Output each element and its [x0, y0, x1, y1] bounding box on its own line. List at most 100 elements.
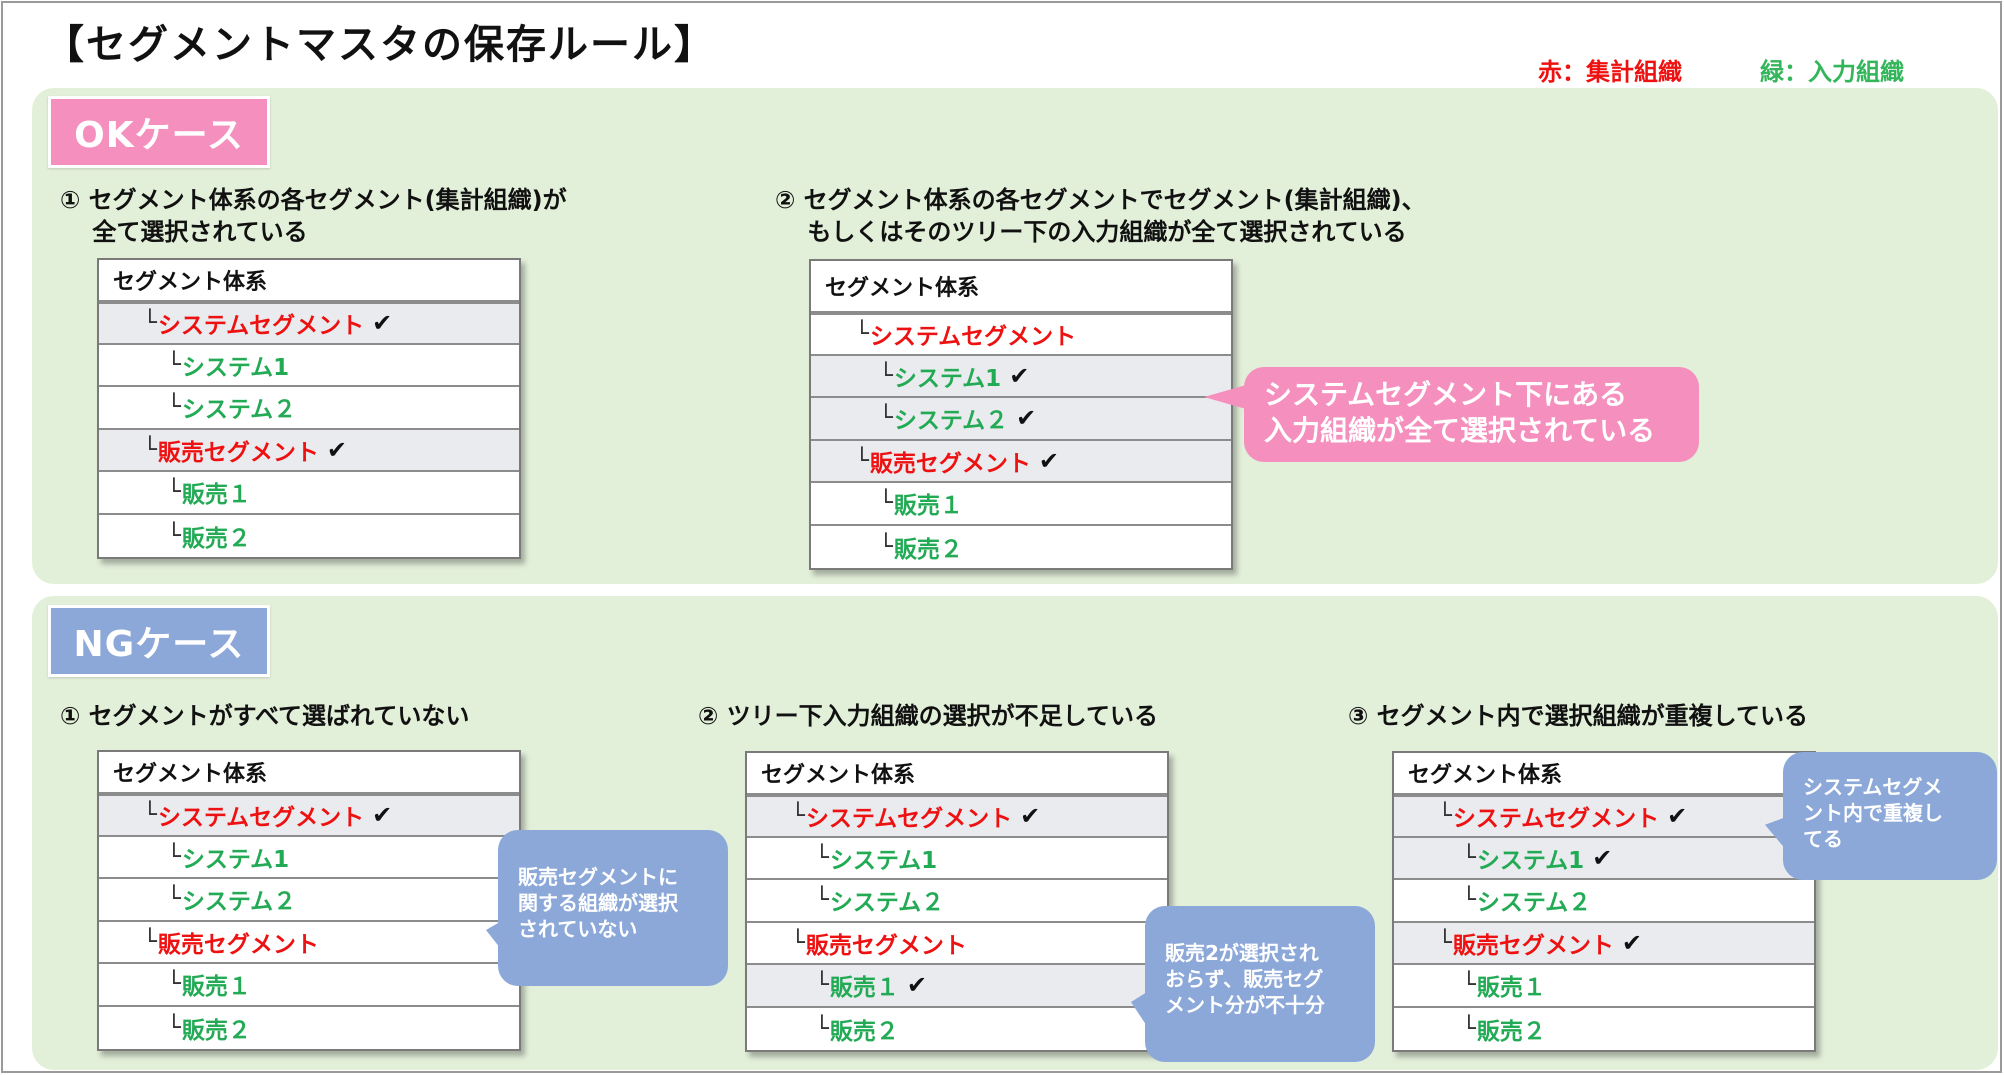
- tree-branch-icon: └: [167, 971, 181, 998]
- segment-label: 販売セグメント: [157, 439, 319, 466]
- tree-branch-icon: └: [167, 479, 181, 506]
- segment-row-input: └システム1✔: [811, 355, 1231, 398]
- tree-branch-icon: └: [1462, 844, 1476, 871]
- title-line: ② ツリー下入力組織の選択が不足している: [698, 702, 1158, 730]
- callout-line: 販売セグメントに: [518, 865, 678, 889]
- segment-row-input: └販売２: [1394, 1008, 1814, 1051]
- segment-label: システム1: [181, 846, 290, 873]
- segment-row-aggregate: └販売セグメント: [99, 922, 519, 964]
- title-line: もしくはそのツリー下の入力組織が全て選択されている: [775, 218, 1407, 246]
- segment-label: システムセグメント: [1452, 806, 1660, 833]
- segment-row-aggregate: └システムセグメント ✔: [1394, 795, 1814, 838]
- segment-label: システム1: [893, 365, 1002, 392]
- tree-branch-icon: └: [167, 394, 181, 421]
- segment-label: 販売１: [181, 482, 251, 509]
- tree-branch-icon: └: [167, 351, 181, 378]
- segment-table-header: セグメント体系: [99, 260, 519, 302]
- segment-row-input: └システム２: [1394, 880, 1814, 923]
- callout-line: システムセグメント下にある: [1264, 378, 1628, 411]
- ng-case-2-segment-table: セグメント体系 └システムセグメント✔└システム1└システム２└販売セグメント└…: [745, 751, 1169, 1052]
- callout-line: システムセグメ: [1803, 775, 1943, 799]
- tree-branch-icon: └: [167, 886, 181, 913]
- segment-label: 販売セグメント: [157, 931, 319, 958]
- tree-branch-icon: └: [167, 1014, 181, 1041]
- segment-row-input: └販売２: [99, 515, 519, 558]
- legend-input-org: 緑：入力組織: [1760, 58, 1904, 86]
- segment-label: 販売２: [893, 536, 963, 563]
- segment-label: 販売１: [1476, 975, 1546, 1002]
- segment-row-input: └システム２: [99, 387, 519, 430]
- title-line: 全て選択されている: [60, 218, 308, 246]
- segment-label: システム２: [181, 889, 297, 916]
- segment-row-input: └販売１: [99, 964, 519, 1007]
- tree-branch-icon: └: [815, 1015, 829, 1042]
- tree-branch-icon: └: [815, 844, 829, 871]
- ng-case-2-callout: 販売2が選択され おらず、販売セグ メント分が不十分: [1117, 906, 1375, 1062]
- tree-branch-icon: └: [879, 405, 893, 432]
- segment-row-input: └販売１: [99, 472, 519, 515]
- ng-case-3-segment-table: セグメント体系 └システムセグメント✔└システム1✔└システム２└販売セグメント…: [1392, 751, 1816, 1052]
- tree-branch-icon: └: [143, 436, 157, 463]
- segment-label: 販売２: [829, 1018, 899, 1045]
- ok-case-2-title: ② セグメント体系の各セグメントでセグメント(集計組織)、 もしくはそのツリー下…: [775, 184, 1426, 248]
- segment-label: 販売セグメント: [805, 932, 967, 959]
- checkmark-icon: ✔: [906, 971, 927, 1000]
- checkmark-icon: ✔: [326, 435, 347, 464]
- segment-row-input: └システム２: [747, 880, 1167, 923]
- checkmark-icon: ✔: [1667, 802, 1688, 831]
- title-line: ① セグメントがすべて選ばれていない: [60, 702, 470, 730]
- segment-row-input: └販売２: [747, 1008, 1167, 1051]
- segment-label: 販売セグメント: [869, 450, 1031, 477]
- tree-branch-icon: └: [791, 929, 805, 956]
- table-rows: └システムセグメント✔└システム1└システム２└販売セグメント└販売１✔└販売２: [747, 795, 1167, 1050]
- callout-line: おらず、販売セグ: [1165, 967, 1324, 991]
- segment-row-input: └販売１: [1394, 965, 1814, 1008]
- tree-branch-icon: └: [791, 803, 805, 830]
- segment-row-aggregate: └販売セグメント: [747, 923, 1167, 965]
- segment-row-aggregate: └システムセグメント: [811, 313, 1231, 356]
- tree-branch-icon: └: [815, 887, 829, 914]
- segment-label: 販売２: [181, 1017, 251, 1044]
- tree-branch-icon: └: [1462, 972, 1476, 999]
- segment-row-input: └販売１: [811, 483, 1231, 526]
- segment-label: システムセグメント: [157, 805, 365, 832]
- checkmark-icon: ✔: [1009, 361, 1030, 390]
- ng-case-1-title: ① セグメントがすべて選ばれていない: [60, 700, 469, 732]
- callout-line: メント分が不十分: [1165, 993, 1325, 1017]
- segment-label: 販売２: [1476, 1018, 1546, 1045]
- ng-case-1-callout: 販売セグメントに 関する組織が選択 されていない: [472, 830, 728, 986]
- title-line: ① セグメント体系の各セグメント(集計組織)が: [60, 186, 567, 214]
- segment-label: システム２: [1476, 890, 1592, 917]
- segment-label: システムセグメント: [805, 806, 1013, 833]
- legend-aggregate-org: 赤：集計組織: [1538, 58, 1682, 86]
- callout-line: されていない: [518, 917, 638, 941]
- tree-branch-icon: └: [855, 447, 869, 474]
- checkmark-icon: ✔: [1020, 802, 1041, 831]
- segment-row-aggregate: └システムセグメント ✔: [747, 795, 1167, 838]
- callout-line: 入力組織が全て選択されている: [1264, 414, 1656, 447]
- tree-branch-icon: └: [879, 533, 893, 560]
- tree-branch-icon: └: [1438, 803, 1452, 830]
- ok-case-badge: OKケース: [48, 96, 270, 168]
- segment-row-input: └システム1: [747, 838, 1167, 880]
- table-rows: └システムセグメント└システム1✔└システム２✔└販売セグメント✔└販売１└販売…: [811, 313, 1231, 568]
- ng-case-1-segment-table: セグメント体系 └システムセグメント✔└システム1└システム２└販売セグメント└…: [97, 750, 521, 1051]
- segment-label: 販売１: [829, 975, 899, 1002]
- segment-row-aggregate: └システムセグメント ✔: [99, 302, 519, 345]
- ng-case-3-callout: システムセグメ ント内で重複し てる: [1751, 752, 1997, 880]
- checkmark-icon: ✔: [372, 309, 393, 338]
- callout-line: 関する組織が選択: [518, 891, 678, 915]
- checkmark-icon: ✔: [1621, 928, 1642, 957]
- tree-branch-icon: └: [143, 802, 157, 829]
- tree-branch-icon: └: [167, 843, 181, 870]
- segment-row-input: └販売１✔: [747, 965, 1167, 1008]
- ok-case-2-callout: システムセグメント下にある 入力組織が全て選択されている: [1204, 367, 1699, 462]
- segment-table-header: セグメント体系: [811, 261, 1231, 313]
- tree-branch-icon: └: [143, 310, 157, 337]
- tree-branch-icon: └: [143, 928, 157, 955]
- tree-branch-icon: └: [1462, 1015, 1476, 1042]
- segment-label: システムセグメント: [157, 313, 365, 340]
- segment-row-input: └システム２✔: [811, 398, 1231, 441]
- title-line: ② セグメント体系の各セグメントでセグメント(集計組織)、: [775, 186, 1426, 214]
